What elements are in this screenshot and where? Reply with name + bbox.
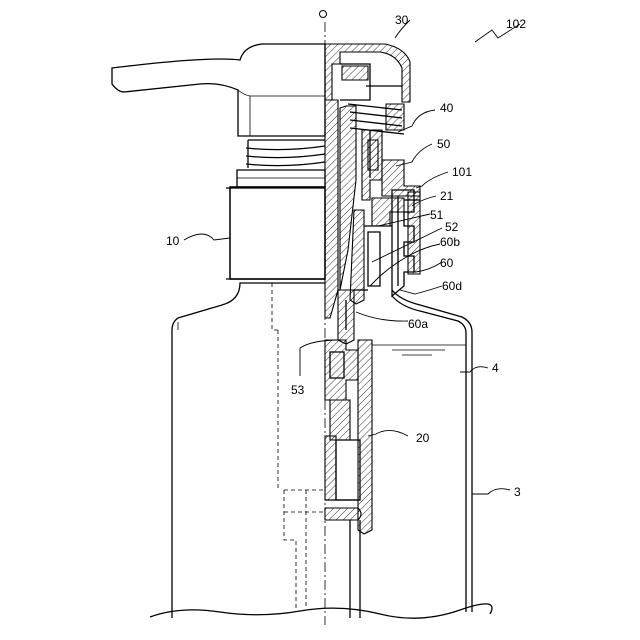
- label-101: 101: [452, 165, 472, 179]
- label-53: 53: [291, 383, 305, 397]
- cap-exterior: [226, 170, 325, 279]
- pump-head-section: [325, 44, 410, 102]
- label-50: 50: [437, 137, 451, 151]
- label-4: 4: [492, 361, 499, 375]
- label-51: 51: [430, 208, 444, 222]
- lower-cylinder-section: [325, 340, 372, 534]
- label-60b: 60b: [440, 235, 460, 249]
- bottle-exterior-left: [150, 283, 492, 618]
- label-3: 3: [514, 485, 521, 499]
- label-30: 30: [395, 13, 409, 27]
- label-10: 10: [166, 234, 180, 248]
- label-40: 40: [440, 101, 454, 115]
- label-60: 60: [440, 256, 454, 270]
- label-102: 102: [506, 17, 526, 31]
- label-52: 52: [445, 220, 459, 234]
- spring-exterior: [246, 140, 325, 168]
- bottle-section-right: [372, 190, 472, 612]
- pump-head-exterior: [112, 44, 325, 136]
- label-20: 20: [416, 431, 430, 445]
- label-60a: 60a: [408, 317, 428, 331]
- label-21: 21: [440, 189, 454, 203]
- label-60d: 60d: [442, 279, 462, 293]
